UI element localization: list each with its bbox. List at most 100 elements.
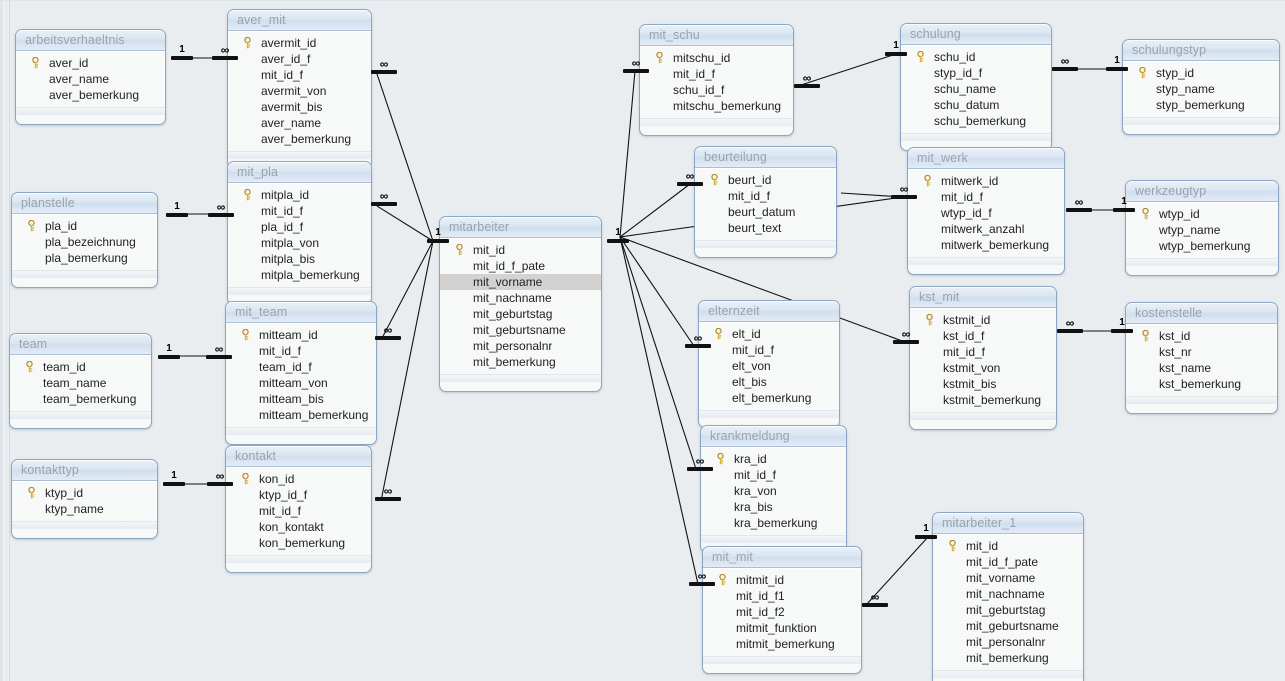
field-row[interactable]: aver_id_f: [228, 51, 371, 67]
field-row[interactable]: wtyp_bemerkung: [1126, 238, 1278, 254]
field-row[interactable]: mit_bemerkung: [440, 354, 601, 370]
field-row[interactable]: kstmit_bemerkung: [910, 392, 1056, 408]
field-row[interactable]: pla_id_f: [228, 219, 371, 235]
field-row[interactable]: pla_bemerkung: [12, 250, 157, 266]
table-title-arbeitsverhaeltnis[interactable]: arbeitsverhaeltnis: [16, 30, 165, 51]
field-row[interactable]: kra_bis: [701, 499, 846, 515]
field-row[interactable]: ktyp_id_f: [226, 487, 371, 503]
field-row[interactable]: beurt_datum: [695, 204, 836, 220]
field-row[interactable]: mit_id_f: [226, 503, 371, 519]
table-title-mit_mit[interactable]: mit_mit: [703, 547, 861, 568]
field-row[interactable]: mitteam_bemerkung: [226, 407, 376, 423]
field-row[interactable]: avermit_id: [228, 35, 371, 51]
relationship-line-mit_pla-mitarbeiter[interactable]: [376, 205, 434, 242]
field-row[interactable]: mit_vorname: [440, 274, 601, 290]
field-row[interactable]: ktyp_name: [12, 501, 157, 517]
field-row[interactable]: mit_id_f: [699, 342, 839, 358]
field-row[interactable]: elt_von: [699, 358, 839, 374]
field-row[interactable]: mit_id_f_pate: [440, 258, 601, 274]
relationship-line-kontakt-mitarbeiter[interactable]: [380, 240, 434, 502]
table-title-mit_team[interactable]: mit_team: [226, 302, 376, 323]
field-row[interactable]: mit_id_f: [226, 343, 376, 359]
field-row[interactable]: mitschu_bemerkung: [640, 98, 793, 114]
table-title-mitarbeiter[interactable]: mitarbeiter: [440, 217, 601, 238]
field-row[interactable]: styp_id_f: [901, 65, 1051, 81]
field-row[interactable]: kst_id_f: [910, 328, 1056, 344]
field-row[interactable]: mit_geburtstag: [933, 602, 1083, 618]
field-row[interactable]: mit_geburtsname: [440, 322, 601, 338]
field-row[interactable]: mit_geburtsname: [933, 618, 1083, 634]
field-row[interactable]: kra_von: [701, 483, 846, 499]
field-row[interactable]: elt_bemerkung: [699, 390, 839, 406]
table-title-kst_mit[interactable]: kst_mit: [910, 287, 1056, 308]
table-title-schulungstyp[interactable]: schulungstyp: [1123, 40, 1279, 61]
field-row[interactable]: avermit_von: [228, 83, 371, 99]
field-row[interactable]: team_id_f: [226, 359, 376, 375]
field-row[interactable]: kon_kontakt: [226, 519, 371, 535]
field-row[interactable]: kst_bemerkung: [1126, 376, 1277, 392]
field-row[interactable]: beurt_id: [695, 172, 836, 188]
field-row[interactable]: aver_bemerkung: [16, 87, 165, 103]
field-row[interactable]: kst_nr: [1126, 344, 1277, 360]
field-row[interactable]: mit_nachname: [933, 586, 1083, 602]
table-title-beurteilung[interactable]: beurteilung: [695, 147, 836, 168]
field-row[interactable]: kra_id: [701, 451, 846, 467]
field-row[interactable]: schu_id_f: [640, 82, 793, 98]
field-row[interactable]: team_id: [10, 359, 151, 375]
field-row[interactable]: elt_bis: [699, 374, 839, 390]
field-row[interactable]: wtyp_id: [1126, 206, 1278, 222]
field-row[interactable]: aver_name: [16, 71, 165, 87]
field-row[interactable]: mit_nachname: [440, 290, 601, 306]
field-row[interactable]: styp_id: [1123, 65, 1279, 81]
table-title-mitarbeiter_1[interactable]: mitarbeiter_1: [933, 513, 1083, 534]
field-row[interactable]: mitmit_id: [703, 572, 861, 588]
field-row[interactable]: mitmit_bemerkung: [703, 636, 861, 652]
field-row[interactable]: mit_id_f: [701, 467, 846, 483]
field-row[interactable]: wtyp_id_f: [908, 205, 1064, 221]
field-row[interactable]: kon_bemerkung: [226, 535, 371, 551]
table-title-kontakttyp[interactable]: kontakttyp: [12, 460, 157, 481]
table-title-team[interactable]: team: [10, 334, 151, 355]
table-title-krankmeldung[interactable]: krankmeldung: [701, 426, 846, 447]
field-row[interactable]: schu_name: [901, 81, 1051, 97]
field-row[interactable]: beurt_text: [695, 220, 836, 236]
field-row[interactable]: pla_id: [12, 218, 157, 234]
field-row[interactable]: mit_id_f: [228, 203, 371, 219]
field-row[interactable]: kst_name: [1126, 360, 1277, 376]
field-row[interactable]: mit_id_f: [228, 67, 371, 83]
field-row[interactable]: styp_bemerkung: [1123, 97, 1279, 113]
field-row[interactable]: mit_id_f_pate: [933, 554, 1083, 570]
field-row[interactable]: ktyp_id: [12, 485, 157, 501]
field-row[interactable]: kstmit_von: [910, 360, 1056, 376]
table-title-mit_pla[interactable]: mit_pla: [228, 162, 371, 183]
field-row[interactable]: mit_id_f2: [703, 604, 861, 620]
field-row[interactable]: mitpla_id: [228, 187, 371, 203]
relationship-line-mitarbeiter-mit_mit[interactable]: [619, 236, 699, 585]
field-row[interactable]: aver_bemerkung: [228, 131, 371, 147]
field-row[interactable]: mit_id_f: [908, 189, 1064, 205]
field-row[interactable]: mit_id_f: [695, 188, 836, 204]
table-title-kontakt[interactable]: kontakt: [226, 446, 371, 467]
field-row[interactable]: mit_id_f: [910, 344, 1056, 360]
table-title-aver_mit[interactable]: aver_mit: [228, 10, 371, 31]
relationship-line-mitarbeiter-beurteilung[interactable]: [619, 183, 691, 238]
field-row[interactable]: mit_personalnr: [440, 338, 601, 354]
field-row[interactable]: elt_id: [699, 326, 839, 342]
field-row[interactable]: team_name: [10, 375, 151, 391]
field-row[interactable]: mitwerk_anzahl: [908, 221, 1064, 237]
field-row[interactable]: mit_vorname: [933, 570, 1083, 586]
field-row[interactable]: mitteam_von: [226, 375, 376, 391]
field-row[interactable]: styp_name: [1123, 81, 1279, 97]
